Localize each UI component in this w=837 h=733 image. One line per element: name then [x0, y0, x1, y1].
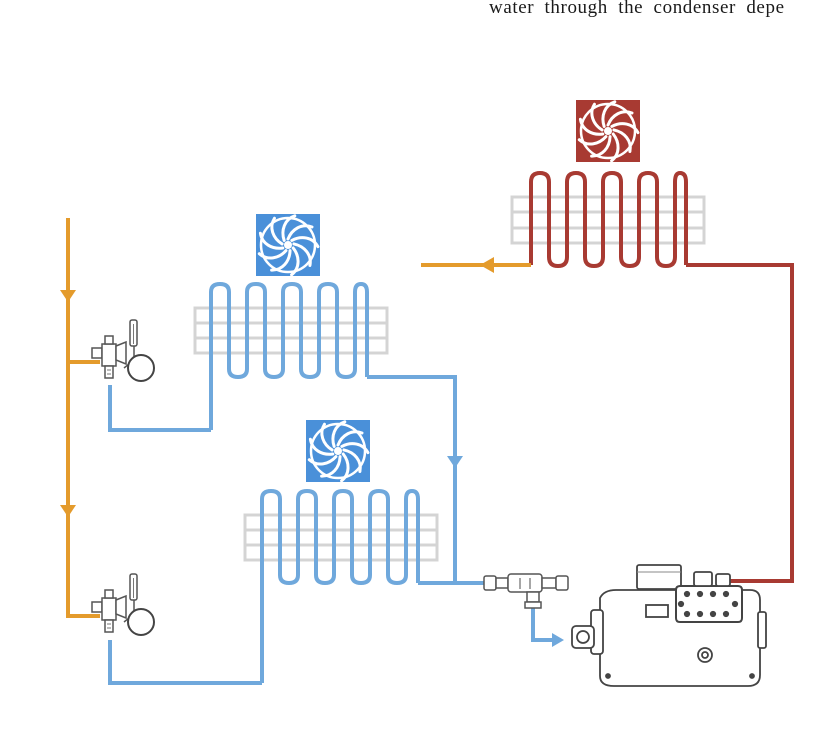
- evaporator-lower-fins: [243, 513, 439, 562]
- fan-icon: [576, 99, 641, 163]
- flow-arrow-icon: [60, 257, 494, 517]
- liquid-line: [66, 218, 531, 618]
- flow-arrow-icon: [447, 456, 564, 647]
- evaporator-upper: [193, 213, 389, 430]
- condenser: [510, 99, 706, 268]
- discharge-line: [686, 263, 794, 583]
- compressor-icon: [571, 564, 767, 687]
- evaporator-upper-fins: [193, 306, 389, 355]
- suction-line: [108, 375, 552, 685]
- evaporator-lower: [243, 419, 439, 683]
- fan-icon: [306, 419, 371, 483]
- evaporator-lower-coil: [260, 489, 420, 683]
- condenser-coil: [529, 171, 688, 268]
- expansion-valve-upper: [91, 319, 155, 382]
- evaporator-upper-coil: [209, 282, 369, 430]
- condenser-fins: [510, 195, 706, 245]
- caption-text: water through the condenser depe: [489, 0, 785, 18]
- fan-icon: [256, 213, 321, 277]
- suction-tee-icon: [483, 573, 569, 609]
- expansion-valve-lower: [91, 573, 155, 636]
